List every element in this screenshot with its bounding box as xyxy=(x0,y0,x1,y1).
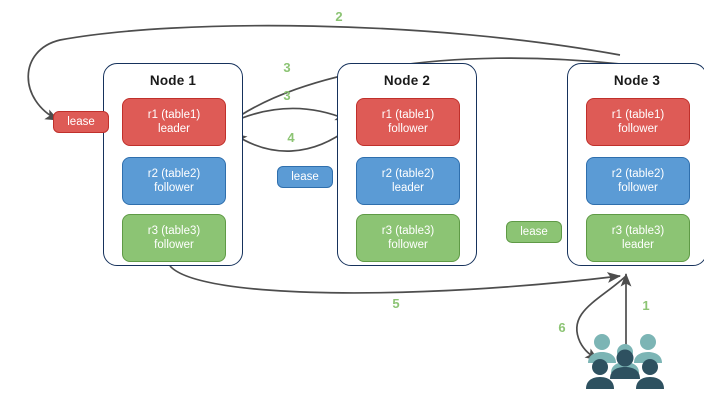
lease-badge-green[interactable]: lease xyxy=(506,221,562,243)
replica-role: follower xyxy=(388,123,428,135)
node-title: Node 2 xyxy=(383,73,431,88)
replica-r2[interactable]: r2 (table2) follower xyxy=(122,157,226,205)
replica-role: follower xyxy=(618,123,658,135)
replica-label: r1 (table1) xyxy=(381,109,435,121)
lease-badge-blue[interactable]: lease xyxy=(277,166,333,188)
step-label-3a: 3 xyxy=(283,60,291,75)
replica-r3[interactable]: r3 (table3) follower xyxy=(356,214,460,262)
step-label-2: 2 xyxy=(335,9,343,24)
node-title: Node 3 xyxy=(613,73,661,88)
replica-r3[interactable]: r3 (table3) leader xyxy=(586,214,690,262)
replica-role: follower xyxy=(154,182,194,194)
replica-role: leader xyxy=(158,123,190,135)
lease-label: lease xyxy=(520,226,548,238)
lease-badge-red[interactable]: lease xyxy=(53,111,109,133)
step-label-4: 4 xyxy=(287,130,295,145)
replica-r2[interactable]: r2 (table2) leader xyxy=(356,157,460,205)
replica-label: r1 (table1) xyxy=(147,109,201,121)
node-card-3[interactable]: Node 3 r1 (table1) follower r2 (table2) … xyxy=(567,63,704,266)
lease-label: lease xyxy=(67,116,95,128)
users-group-icon xyxy=(586,334,664,389)
replica-label: r1 (table1) xyxy=(611,109,665,121)
replica-r3[interactable]: r3 (table3) follower xyxy=(122,214,226,262)
step-label-1: 1 xyxy=(642,298,650,313)
arrow-step-5 xyxy=(169,265,622,294)
step-label-5: 5 xyxy=(392,296,400,311)
step-label-3b: 3 xyxy=(283,88,291,103)
node-title: Node 1 xyxy=(149,73,197,88)
step-label-6: 6 xyxy=(558,320,566,335)
lease-label: lease xyxy=(291,171,319,183)
replica-label: r2 (table2) xyxy=(611,168,665,180)
replica-label: r3 (table3) xyxy=(381,225,435,237)
replica-label: r3 (table3) xyxy=(611,225,665,237)
replica-role: leader xyxy=(622,239,654,251)
replica-role: follower xyxy=(154,239,194,251)
replica-r1[interactable]: r1 (table1) leader xyxy=(122,98,226,146)
replica-r1[interactable]: r1 (table1) follower xyxy=(586,98,690,146)
arrow-step-3-inner xyxy=(227,107,349,125)
replica-role: leader xyxy=(392,182,424,194)
replica-label: r2 (table2) xyxy=(147,168,201,180)
replica-label: r3 (table3) xyxy=(147,225,201,237)
replica-role: follower xyxy=(388,239,428,251)
replica-label: r2 (table2) xyxy=(381,168,435,180)
replica-role: follower xyxy=(618,182,658,194)
node-card-1[interactable]: Node 1 r1 (table1) leader r2 (table2) fo… xyxy=(103,63,243,266)
replica-r1[interactable]: r1 (table1) follower xyxy=(356,98,460,146)
node-card-2[interactable]: Node 2 r1 (table1) follower r2 (table2) … xyxy=(337,63,477,266)
replica-r2[interactable]: r2 (table2) follower xyxy=(586,157,690,205)
